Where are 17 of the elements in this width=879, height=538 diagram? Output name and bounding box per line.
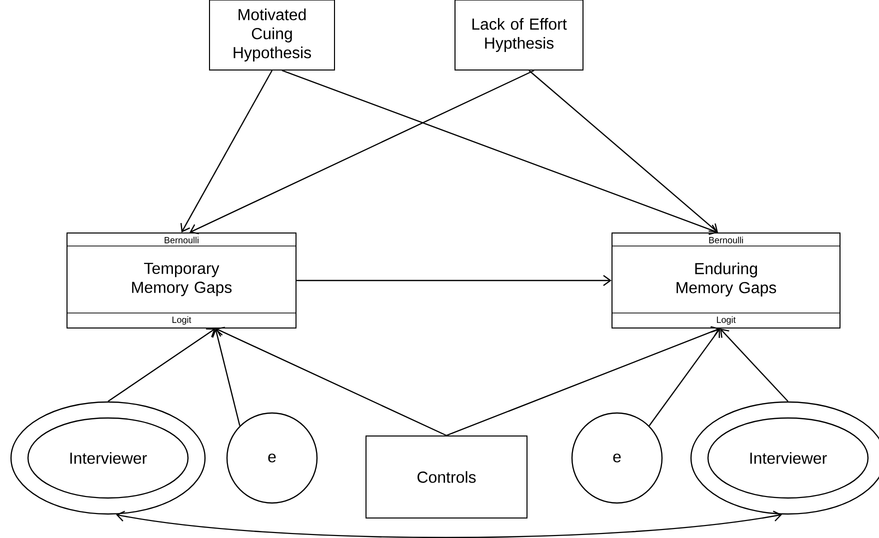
arrow: [648, 328, 720, 426]
arrow: [528, 70, 718, 232]
model-box: Bernoulli Temporary Memory Gaps Logit: [66, 232, 296, 328]
arrow: [296, 275, 612, 286]
arrow: [180, 70, 273, 232]
variable-box: Controls: [366, 436, 528, 518]
arrow: [282, 70, 718, 235]
arrow: [216, 326, 447, 436]
arrow: [108, 328, 216, 402]
model-box: Bernoulli Enduring Memory Gaps Logit: [612, 232, 840, 328]
arrow: [720, 328, 788, 402]
variable-box: Motivated Cuing Hypothesis: [209, 0, 335, 70]
variable-box: Lack of Effort Hypthesis: [454, 0, 584, 70]
arrow: [446, 326, 720, 436]
arrow: [116, 510, 782, 538]
arrow: [212, 328, 240, 426]
arrow: [190, 70, 534, 234]
